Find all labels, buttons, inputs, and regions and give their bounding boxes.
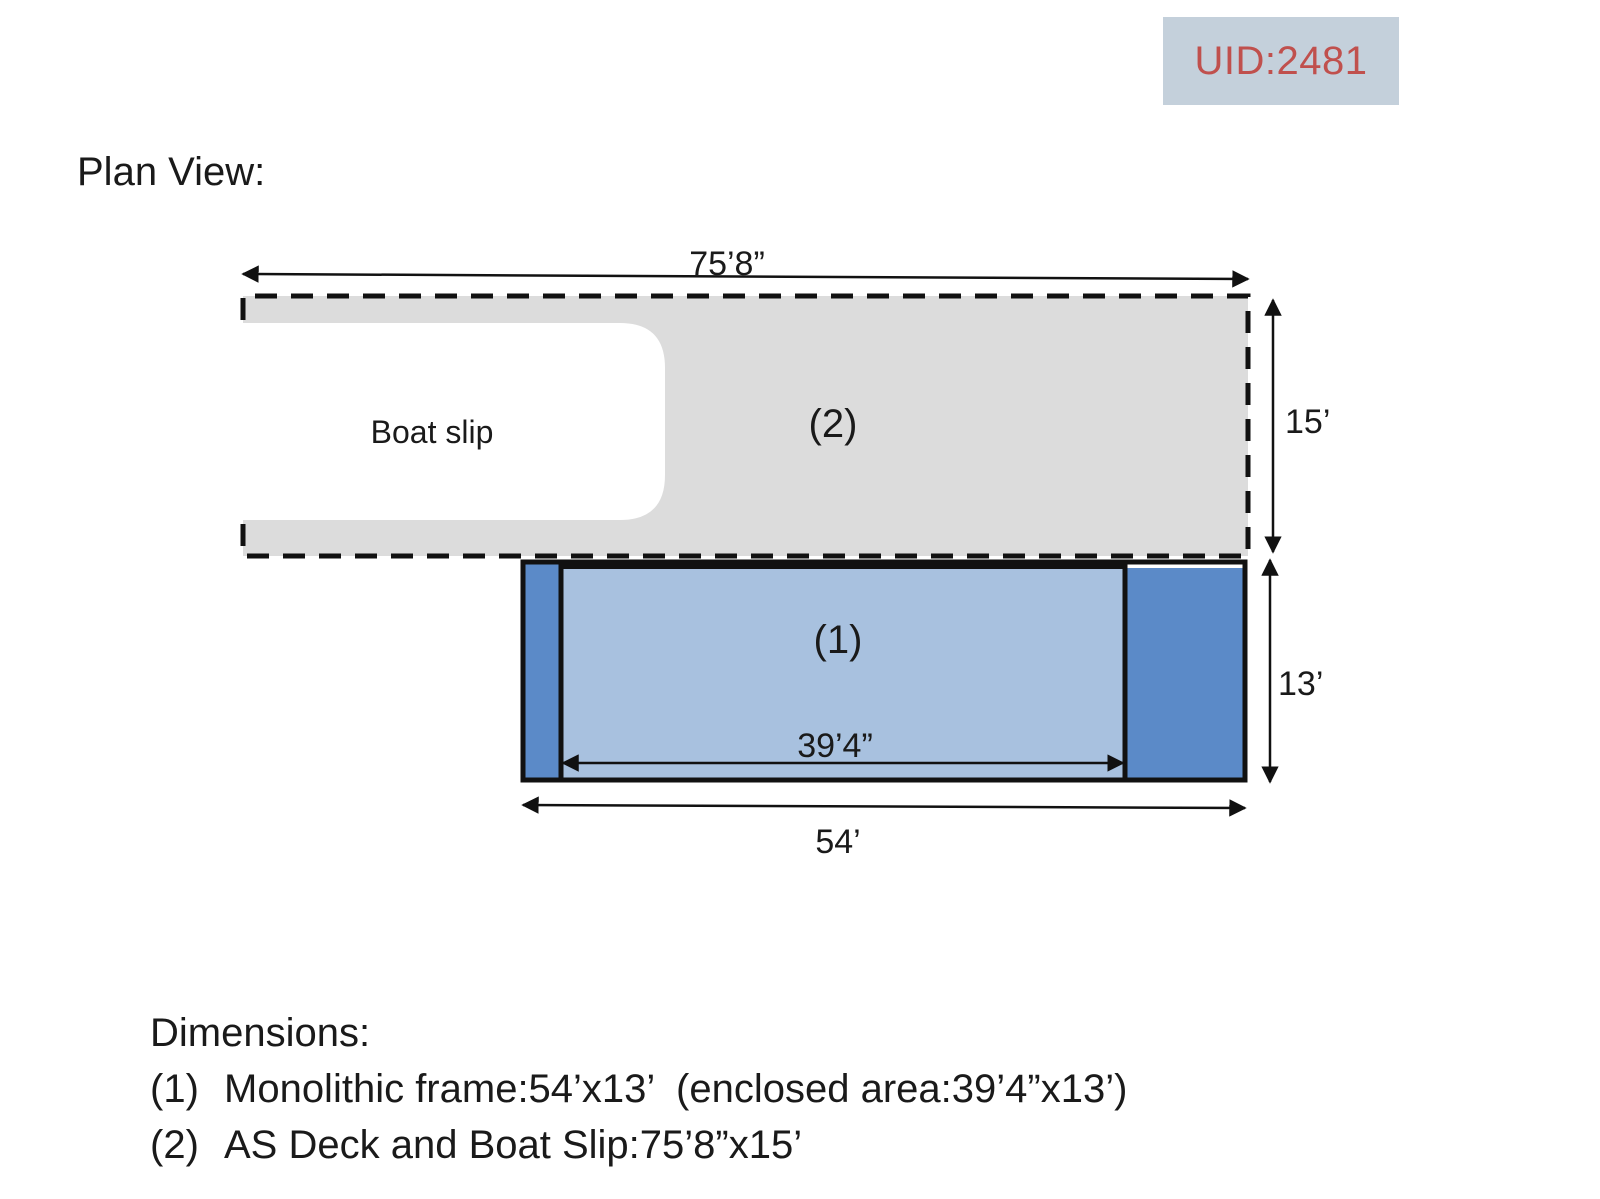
dim-label-frame-length: 54’	[815, 823, 860, 861]
dimensions-heading: Dimensions:	[150, 1011, 371, 1055]
dimensions-legend: Dimensions: (1) Monolithic frame:54’x13’…	[150, 1005, 1127, 1173]
uid-label: UID:2481	[1194, 38, 1368, 83]
dimension-item: (1) Monolithic frame:54’x13’ (enclosed a…	[150, 1061, 1127, 1117]
dim-arrow-frame-length	[521, 796, 1247, 817]
dimension-item-number: (2)	[150, 1123, 199, 1167]
boat-slip-cutout	[238, 323, 665, 520]
dimension-item-text: Monolithic frame:54’x13’ (enclosed area:…	[224, 1067, 1128, 1111]
dimension-item-number: (1)	[150, 1067, 199, 1111]
deck-outline	[240, 293, 1251, 559]
dim-label-lower-width: 13’	[1278, 665, 1323, 703]
frame-left-wall	[523, 562, 561, 780]
frame-outline	[520, 559, 1248, 783]
frame-right-wall	[1125, 568, 1245, 780]
uid-badge: UID:2481	[1163, 17, 1399, 105]
dim-label-upper-width: 15’	[1285, 403, 1330, 441]
dim-label-enclosed-length: 39’4”	[797, 727, 873, 765]
plan-view-title: Plan View:	[77, 150, 266, 194]
area-1-label: (1)	[814, 618, 863, 662]
area-2-label: (2)	[809, 402, 858, 446]
dim-arrow-total-length	[241, 265, 1250, 288]
dim-label-total-length: 75’8”	[689, 245, 765, 283]
boat-slip-label: Boat slip	[371, 414, 494, 450]
enclosed-area-1	[561, 568, 1125, 780]
dimension-item: (2) AS Deck and Boat Slip:75’8”x15’	[150, 1117, 1127, 1173]
dimension-item-text: AS Deck and Boat Slip:75’8”x15’	[224, 1123, 803, 1167]
